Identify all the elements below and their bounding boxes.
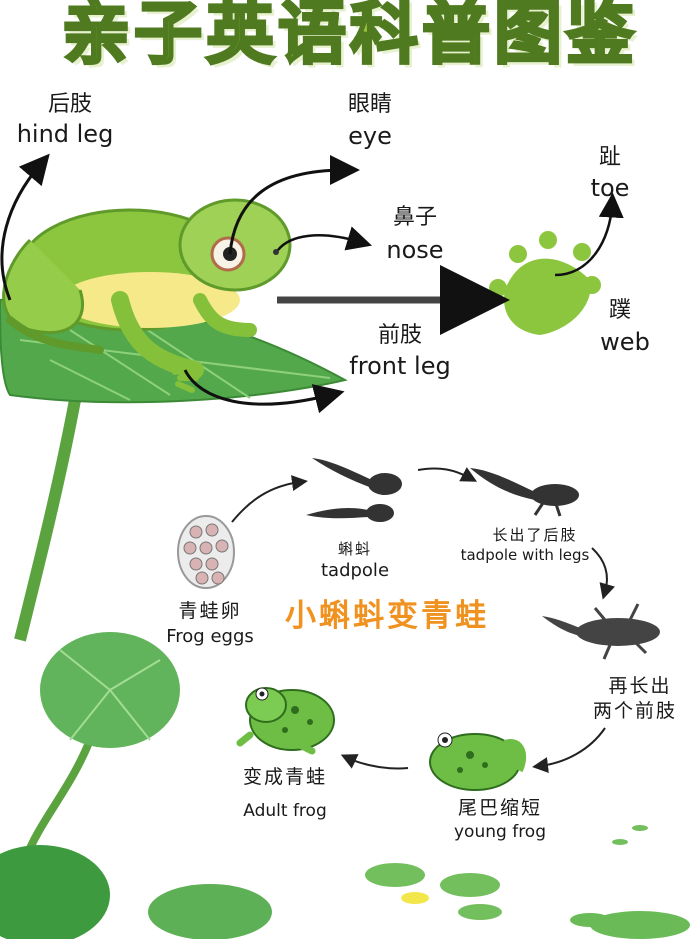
froglet (542, 603, 660, 660)
lily-pads-decor (0, 632, 690, 939)
stage-tadpole-en: tadpole (320, 560, 390, 581)
stage-eggs-zh: 青蛙卵 (178, 600, 242, 622)
tadpoles (306, 458, 402, 522)
frog-eggs (177, 515, 235, 589)
page-title: 亲子英语科普图鉴 (60, 0, 638, 76)
stage-young-en: young frog (454, 822, 546, 842)
label-nose-en: nose (386, 236, 444, 264)
stage-frontlegs-zh1: 再长出 (608, 675, 672, 697)
eye-arrow (228, 155, 360, 255)
adult-frog (236, 687, 335, 755)
lotus-stem-2 (21, 738, 94, 862)
label-hind-leg-zh: 后肢 (47, 92, 92, 117)
front-leg-arrow (183, 369, 345, 414)
stage-tadpole-zh: 蝌蚪 (337, 540, 372, 558)
toe-arrow (554, 192, 624, 277)
frog-illustration (2, 198, 292, 393)
tadpole-with-legs (470, 468, 579, 517)
label-nose-zh: 鼻子 (392, 205, 437, 230)
stage-adult-en: Adult frog (243, 801, 327, 821)
label-hind-leg-en: hind leg (16, 120, 114, 148)
nose-arrow (277, 226, 372, 251)
stage-eggs-en: Frog eggs (166, 626, 254, 647)
stage-frontlegs-zh2: 两个前肢 (592, 700, 677, 722)
stage-young-zh: 尾巴缩短 (457, 797, 542, 819)
label-front-leg-en: front leg (349, 352, 451, 380)
lotus-stem (14, 398, 81, 642)
label-eye-en: eye (348, 122, 392, 150)
label-toe-en: toe (590, 174, 630, 202)
label-front-leg-zh: 前肢 (377, 323, 422, 348)
stage-legs-en: tadpole with legs (460, 546, 590, 564)
label-eye-zh: 眼睛 (347, 92, 392, 117)
cycle-arrows (231, 467, 615, 773)
stage-adult-zh: 变成青蛙 (242, 766, 327, 788)
stage-legs-zh: 长出了后肢 (492, 526, 578, 544)
lifecycle-title: 小蝌蚪变青蛙 (285, 598, 489, 634)
label-web-zh: 蹼 (608, 298, 631, 323)
hind-leg-arrow (0, 153, 50, 301)
webbed-foot (489, 231, 601, 335)
young-frog (429, 732, 527, 791)
label-toe-zh: 趾 (598, 145, 621, 170)
label-web-en: web (600, 328, 650, 356)
